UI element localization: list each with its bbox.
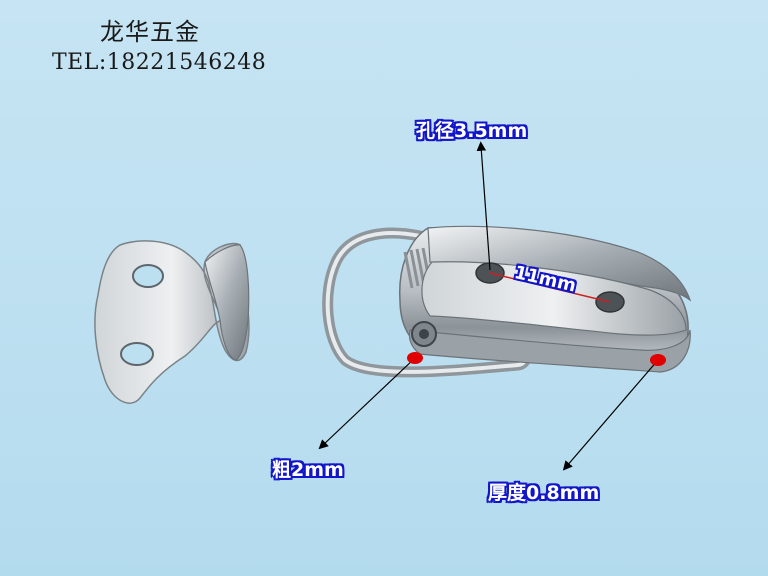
sheet-arrow <box>562 359 659 471</box>
latch-body <box>399 225 692 373</box>
sheet-thickness-label: 厚度0.8mm <box>488 482 600 504</box>
hole-spacing-line <box>489 272 611 303</box>
catch-plate <box>94 240 250 404</box>
hole-diameter-label: 孔径3.5mm <box>416 120 528 142</box>
thickness-arrow <box>318 357 416 450</box>
hole-arrow <box>476 141 491 271</box>
wire-loop <box>322 227 532 378</box>
spring <box>403 247 432 289</box>
telephone-number: TEL:18221546248 <box>52 50 267 75</box>
brand-name: 龙华五金 <box>100 18 200 46</box>
wire-marker-dot <box>407 352 423 364</box>
sheet-marker-dot <box>650 354 666 366</box>
wire-thickness-label: 粗2mm <box>272 459 344 481</box>
